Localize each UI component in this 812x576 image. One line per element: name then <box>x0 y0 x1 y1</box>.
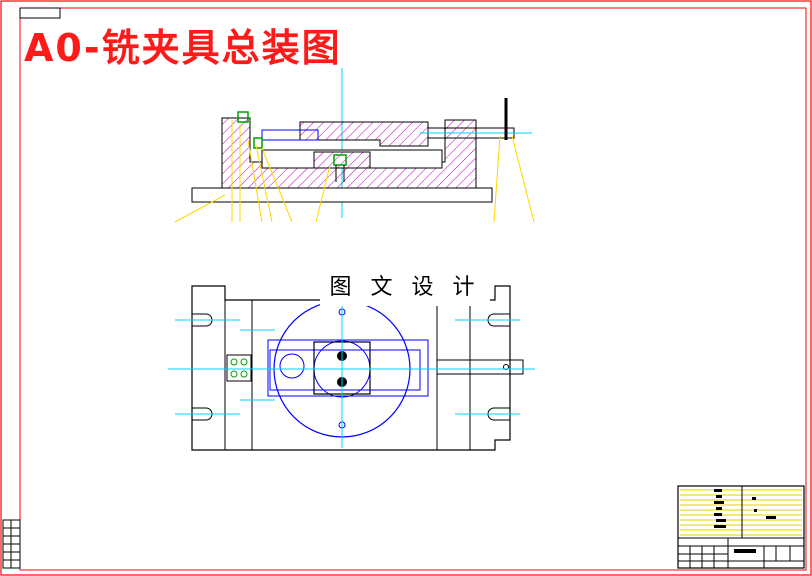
leader-lines <box>174 120 535 223</box>
center-hub <box>313 151 371 169</box>
fixture-body <box>221 117 477 189</box>
front-section-view <box>174 68 535 223</box>
clamp-jaw <box>299 121 429 147</box>
lead-screw-shaft <box>261 129 319 141</box>
side-screw <box>253 137 263 149</box>
top-plan-view <box>168 285 535 451</box>
base-plate <box>191 187 493 203</box>
watermark-text: 图 文 设 计 <box>320 270 490 306</box>
base-outline <box>191 285 511 451</box>
drawing-title: A0-铣夹具总装图 <box>24 26 342 70</box>
title-block <box>677 485 805 569</box>
inner-frame <box>19 7 807 571</box>
left-revision-table <box>2 519 21 569</box>
center-screw <box>333 154 347 166</box>
guide-rail <box>267 339 429 397</box>
top-handle-shaft <box>436 359 524 375</box>
drawing-number-box <box>19 7 61 19</box>
clamp-plate <box>226 354 252 382</box>
left-screw <box>237 111 249 123</box>
